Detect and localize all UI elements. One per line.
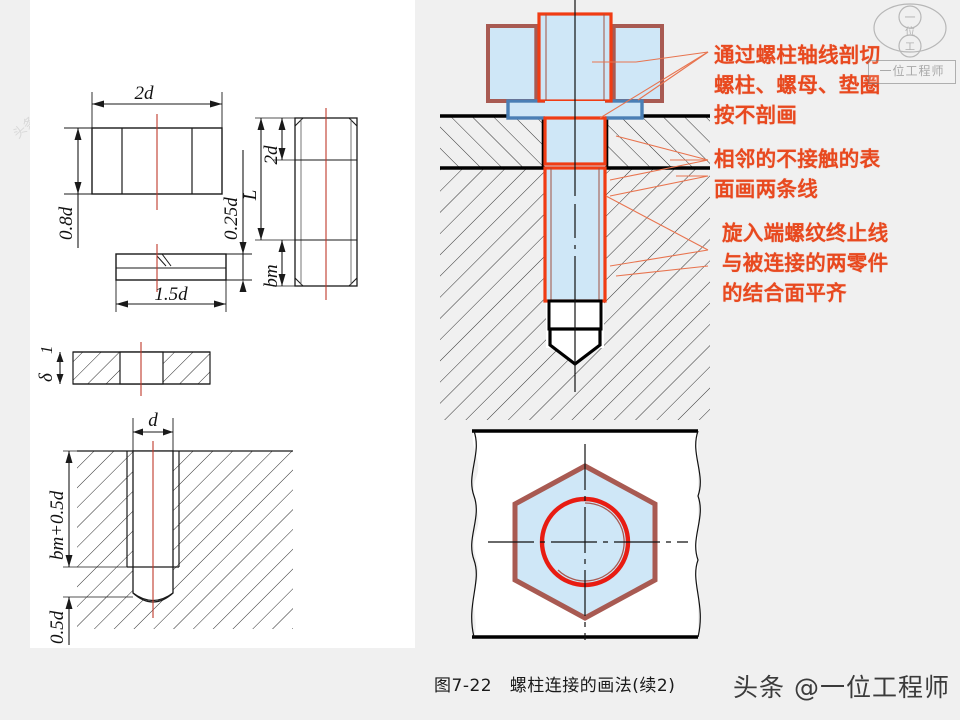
svg-text:1.5d: 1.5d bbox=[154, 284, 188, 305]
svg-text:位: 位 bbox=[905, 25, 915, 38]
svg-text:bm: bm bbox=[261, 264, 282, 287]
svg-text:1: 1 bbox=[37, 346, 56, 355]
threaded-hole-view: d bm+0.5d 0.5d bbox=[47, 410, 293, 645]
leader-lines bbox=[599, 51, 709, 277]
svg-text:d: d bbox=[148, 410, 158, 431]
annotation-3: 旋入端螺纹终止线 与被连接的两零件 的结合面平齐 bbox=[722, 221, 889, 305]
svg-text:2d: 2d bbox=[135, 83, 155, 104]
nut-front-view: 2d 0.8d bbox=[56, 83, 223, 248]
svg-text:一: 一 bbox=[905, 11, 916, 24]
plate-section-view: δ 1 bbox=[36, 342, 211, 396]
left-drawing-panel: 2d 0.8d bbox=[30, 0, 415, 648]
logo-mark-icon: 一 位 工 bbox=[873, 3, 947, 58]
channel-logo-badge: 一 位 工 一位工程师 bbox=[862, 2, 958, 88]
bottom-watermark: 头条 @一位工程师 bbox=[733, 673, 950, 702]
svg-text:0.25d: 0.25d bbox=[221, 197, 242, 240]
washer-front-view: 1.5d 0.25d bbox=[115, 150, 252, 312]
annotation-1: 通过螺柱轴线剖切 螺柱、螺母、垫圈 按不剖画 bbox=[714, 43, 881, 127]
hex-nut-top-view bbox=[462, 424, 710, 656]
logo-badge-label: 一位工程师 bbox=[868, 60, 956, 84]
hex-nut-top-svg bbox=[471, 429, 701, 640]
annotation-2: 相邻的不接触的表 面画两条线 bbox=[714, 147, 881, 201]
svg-text:工: 工 bbox=[905, 42, 915, 53]
svg-text:0.8d: 0.8d bbox=[56, 206, 77, 240]
figure-caption: 图7-22 螺柱连接的画法(续2) bbox=[434, 676, 676, 696]
svg-text:L: L bbox=[240, 190, 261, 202]
svg-text:0.5d: 0.5d bbox=[47, 610, 68, 644]
stud-joint-svg bbox=[440, 0, 710, 420]
stud-view: L 2d bm bbox=[240, 108, 358, 300]
annotation-group: 通过螺柱轴线剖切 螺柱、螺母、垫圈 按不剖画 相邻的不接触的表 面画两条线 旋入… bbox=[714, 40, 960, 322]
svg-text:δ: δ bbox=[36, 372, 57, 382]
svg-text:bm+0.5d: bm+0.5d bbox=[47, 490, 68, 560]
left-panel-drawings: 2d 0.8d bbox=[36, 83, 358, 645]
svg-text:2d: 2d bbox=[261, 145, 282, 165]
stud-joint-section-view bbox=[440, 0, 710, 420]
